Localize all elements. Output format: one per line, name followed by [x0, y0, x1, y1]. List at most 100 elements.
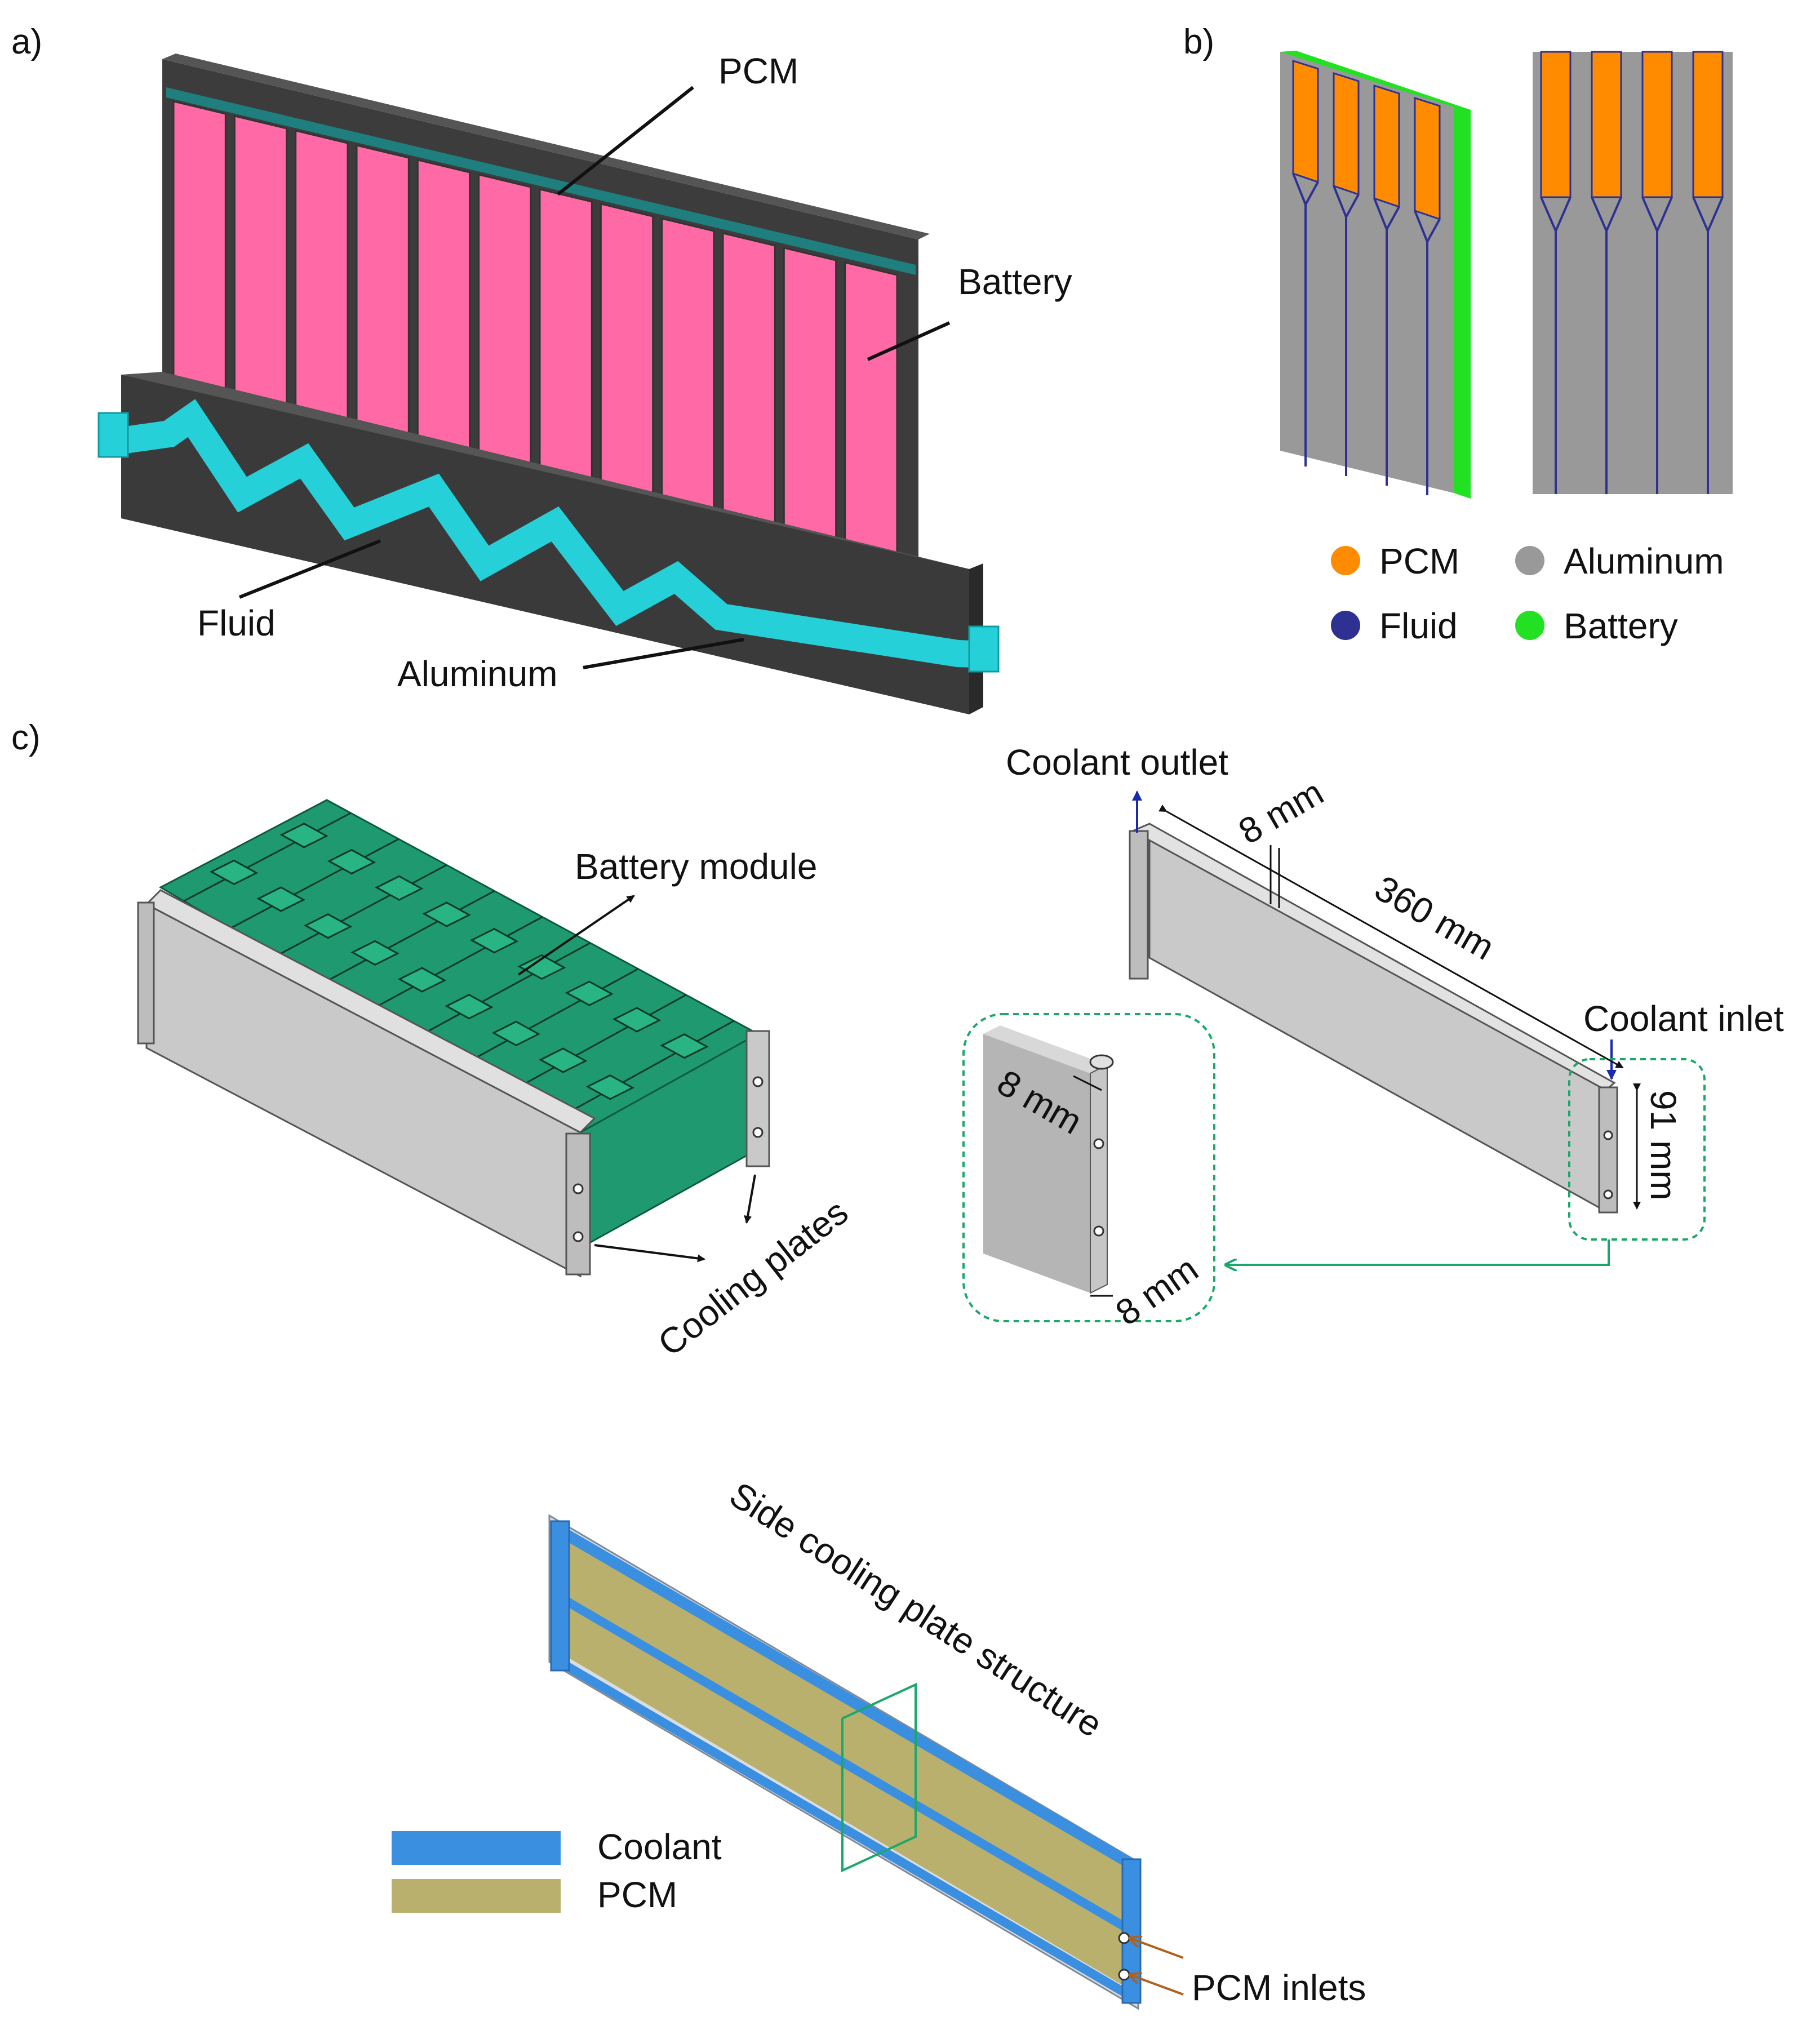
label-dim-height: 91 mm	[1643, 1090, 1684, 1201]
inset-connector	[1226, 1239, 1610, 1265]
fluid-channel-line	[1426, 219, 1441, 242]
port-1	[572, 1183, 584, 1194]
cell-separator	[323, 890, 495, 984]
plate-port-2	[1603, 1189, 1613, 1199]
label-fluid: Fluid	[197, 603, 276, 643]
label-dim-length: 360 mm	[1368, 868, 1501, 968]
panel-a-tag: a)	[11, 23, 42, 61]
pcm-top-strip	[166, 87, 916, 275]
pcm-fin	[1591, 51, 1622, 198]
pcm-inlet-port-1	[1118, 1932, 1130, 1944]
cooling-plate-front-edge	[565, 1132, 591, 1276]
cell-separator	[277, 864, 447, 957]
side-plate-structure: PCM inlets Side cooling plate structure …	[392, 1474, 1366, 2010]
port-4	[752, 1127, 763, 1138]
plate-port-1	[1603, 1130, 1613, 1140]
cell-terminal-tab	[279, 823, 329, 848]
cooling-plate-dimensions: Coolant outlet Coolant inlet 8 mm 360 mm…	[962, 742, 1784, 1333]
section-plane	[841, 1682, 917, 1873]
inset-plate-edge	[1090, 1064, 1108, 1294]
inset-plate-face	[983, 1034, 1090, 1293]
legend-coolant-label: Coolant	[597, 1827, 722, 1867]
panel-c-tag: c)	[11, 718, 41, 757]
b-left-pcm-fins	[1292, 59, 1441, 495]
label-battery: Battery	[958, 261, 1072, 302]
battery-cell	[722, 232, 776, 561]
cooling-plate-front-top	[145, 889, 596, 1134]
cell-terminal-tab	[539, 1047, 588, 1073]
label-coolant-outlet: Coolant outlet	[1006, 742, 1228, 783]
cell-terminal-tab	[660, 1033, 709, 1059]
cell-terminal-tab	[256, 886, 305, 912]
cell-terminal-tab	[491, 1020, 541, 1047]
cell-terminal-tab	[517, 954, 566, 980]
inset-plate-top	[983, 1025, 1107, 1073]
cooling-plate-leader-2	[744, 1174, 756, 1224]
pcm-inlet-arrow-1	[1130, 1938, 1184, 1959]
coolant-channel-bottom	[552, 1655, 1135, 2001]
inset-port-top	[1089, 1054, 1114, 1070]
cell-separator	[230, 838, 399, 929]
fluid-leader	[238, 539, 381, 599]
cell-terminal-tab	[375, 875, 424, 901]
cell-separator	[416, 942, 591, 1038]
legend-pcm-swatch-c	[392, 1879, 561, 1913]
b-right-pcm-fins	[1540, 51, 1724, 494]
panel-b-tag: b)	[1183, 23, 1214, 61]
inset-port-2	[1093, 1225, 1104, 1237]
inset-port-1	[1093, 1138, 1104, 1149]
pcm-fin	[1373, 84, 1400, 208]
cell-separator	[370, 916, 543, 1011]
battery-module-leader	[517, 895, 635, 976]
inset-box	[962, 1013, 1215, 1322]
label-cooling-plates: Cooling plates	[650, 1192, 855, 1364]
legend-fluid-swatch	[1331, 611, 1360, 640]
cell-separator	[463, 968, 639, 1065]
battery-leader	[867, 321, 951, 361]
cell-terminal-tab	[209, 859, 259, 886]
coolant-channel-mid	[552, 1590, 1135, 1935]
cell-separator	[556, 1020, 735, 1120]
legend-pcm-swatch	[1331, 546, 1360, 575]
port-3	[752, 1076, 763, 1087]
cell-separator	[510, 994, 687, 1092]
legend-aluminum-swatch	[1515, 546, 1544, 575]
cell-terminal-tab	[327, 848, 376, 875]
legend-aluminum-label: Aluminum	[1564, 541, 1724, 581]
dim-length-line	[1158, 805, 1624, 1069]
legend-coolant-swatch	[392, 1831, 561, 1865]
cell-terminal-tab	[422, 901, 471, 927]
cell-terminal-tab	[565, 980, 614, 1006]
pcm-fin	[1333, 72, 1360, 196]
pcm-fin	[1641, 51, 1673, 198]
label-aluminum: Aluminum	[397, 654, 558, 694]
cell-terminal-tab	[350, 940, 399, 966]
battery-module: Battery module Cooling plates	[137, 799, 855, 1364]
fluid-inlet-block	[97, 412, 129, 458]
label-coolant-inlet: Coolant inlet	[1583, 998, 1784, 1039]
fluid-channel-line	[1345, 194, 1360, 217]
legend-battery-label: Battery	[1564, 606, 1678, 646]
cell-terminal-tab	[612, 1007, 662, 1033]
fluid-channel-line	[1304, 181, 1319, 205]
cell-terminal-tab	[303, 913, 353, 939]
battery-cell	[661, 217, 715, 546]
inset-dim-thickness-line	[1073, 1075, 1102, 1091]
label-dim-top: 8 mm	[1232, 772, 1330, 852]
label-pcm-inlets: PCM inlets	[1192, 1967, 1366, 2008]
cell-separator	[183, 812, 352, 902]
aluminum-leader	[583, 638, 744, 669]
pcm-leader	[557, 86, 694, 196]
cell-terminal-tab	[397, 967, 447, 993]
legend-fluid-label: Fluid	[1379, 606, 1458, 646]
battery-frame-top	[162, 54, 930, 239]
label-battery-module: Battery module	[575, 846, 817, 887]
legend-battery-swatch	[1515, 611, 1544, 640]
inset-source-box	[1568, 1058, 1706, 1241]
coolant-left-header	[550, 1520, 570, 1672]
cell-terminal-tab	[469, 928, 519, 954]
coolant-channel-top	[552, 1523, 1136, 1870]
cell-terminal-tab	[585, 1074, 635, 1100]
pcm-inlet-port-2	[1118, 1969, 1130, 1981]
